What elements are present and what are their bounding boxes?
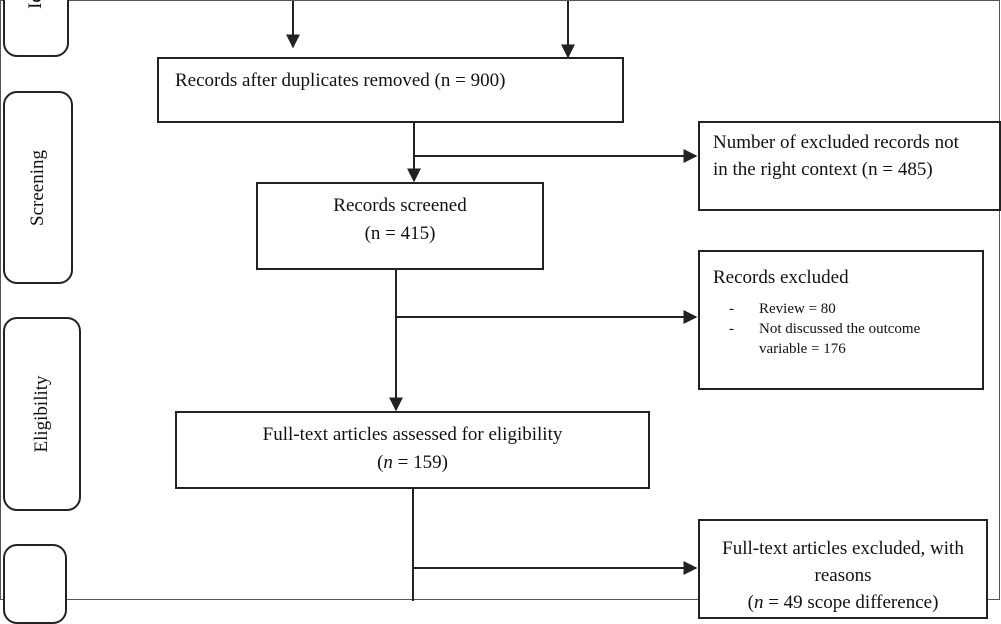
phase-included bbox=[3, 544, 67, 624]
records-screened-count: (n = 415) bbox=[364, 223, 436, 244]
fulltext-assessed-count-open: ( bbox=[377, 452, 384, 473]
phase-eligibility: Eligibility bbox=[3, 317, 81, 511]
fulltext-assessed-count-n: n bbox=[383, 452, 393, 473]
fulltext-excluded-content: Full-text articles excluded, with reason… bbox=[700, 535, 986, 616]
box-records-screened: Records screened (n = 415) bbox=[256, 182, 544, 270]
records-excluded-list: - Review = 80 - Not discussed the outcom… bbox=[713, 299, 920, 359]
fulltext-assessed-content: Full-text articles assessed for eligibil… bbox=[177, 421, 648, 477]
records-excluded-item-outcome: - Not discussed the outcome variable = 1… bbox=[713, 319, 920, 359]
context-exclusion-line2: in the right context (n = 485) bbox=[713, 159, 933, 180]
box-records-excluded: Records excluded - Review = 80 - Not dis… bbox=[698, 250, 984, 390]
fulltext-excluded-reason: = 49 scope difference) bbox=[763, 592, 939, 613]
fulltext-assessed-count: (n = 159) bbox=[177, 449, 648, 477]
connector-layer bbox=[286, 1, 698, 601]
records-excluded-title: Records excluded bbox=[713, 267, 849, 288]
records-excluded-item-line1: Not discussed the outcome bbox=[759, 321, 921, 337]
fulltext-excluded-open: ( bbox=[747, 592, 754, 613]
context-exclusion-content: Number of excluded records not in the ri… bbox=[713, 129, 959, 183]
box-context-exclusion: Number of excluded records not in the ri… bbox=[698, 121, 1001, 211]
fulltext-excluded-line1: Full-text articles excluded, with bbox=[722, 538, 964, 559]
fulltext-excluded-line2: reasons bbox=[814, 565, 872, 586]
records-excluded-content: Records excluded - Review = 80 - Not dis… bbox=[713, 264, 920, 359]
fulltext-excluded-n: n bbox=[753, 592, 764, 613]
box-fulltext-excluded: Full-text articles excluded, with reason… bbox=[698, 519, 988, 619]
records-screened-title: Records screened bbox=[333, 195, 467, 216]
records-excluded-item-line2: variable = 176 bbox=[759, 341, 846, 357]
phase-identification-label: Id bbox=[25, 0, 46, 9]
fulltext-assessed-title: Full-text articles assessed for eligibil… bbox=[262, 424, 563, 445]
phase-eligibility-label: Eligibility bbox=[31, 375, 52, 453]
records-screened-content: Records screened (n = 415) bbox=[258, 192, 542, 248]
context-exclusion-line1: Number of excluded records not bbox=[713, 132, 959, 153]
fulltext-assessed-count-value: = 159) bbox=[392, 452, 448, 473]
bullet-dash: - bbox=[729, 321, 734, 337]
fulltext-excluded-line3: (n = 49 scope difference) bbox=[700, 589, 986, 616]
bullet-dash: - bbox=[729, 301, 734, 317]
phase-identification: Id bbox=[3, 0, 69, 57]
phase-screening-label: Screening bbox=[27, 149, 48, 226]
records-excluded-item-line1: Review = 80 bbox=[759, 301, 836, 317]
records-excluded-item-review: - Review = 80 bbox=[713, 299, 920, 319]
box-duplicates-removed: Records after duplicates removed (n = 90… bbox=[157, 57, 624, 123]
duplicates-removed-text: Records after duplicates removed (n = 90… bbox=[175, 70, 506, 91]
phase-screening: Screening bbox=[3, 91, 73, 284]
box-fulltext-assessed: Full-text articles assessed for eligibil… bbox=[175, 411, 650, 489]
